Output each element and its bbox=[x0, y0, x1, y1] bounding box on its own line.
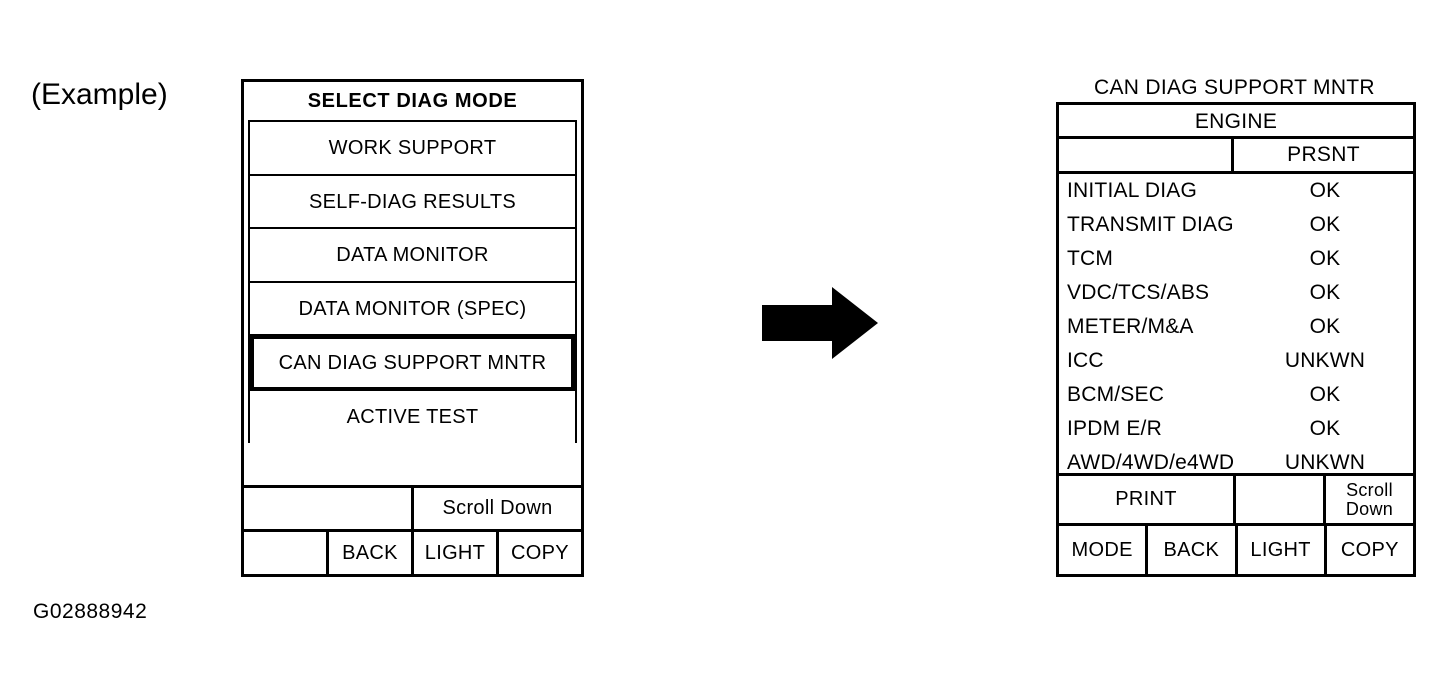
row-status-value: OK bbox=[1309, 417, 1341, 440]
left-softkey-blank-1 bbox=[244, 488, 414, 529]
diag-mode-menu-list: WORK SUPPORT SELF-DIAG RESULTS DATA MONI… bbox=[248, 120, 577, 445]
table-row: TRANSMIT DIAG OK bbox=[1059, 208, 1413, 242]
row-unit-label: TCM bbox=[1067, 247, 1114, 270]
left-softkey-row-upper: Scroll Down bbox=[244, 485, 581, 529]
menu-item-self-diag-results[interactable]: SELF-DIAG RESULTS bbox=[250, 175, 575, 229]
column-header-unit bbox=[1059, 139, 1234, 171]
menu-item-can-diag-support-mntr[interactable]: CAN DIAG SUPPORT MNTR bbox=[250, 335, 575, 391]
right-scan-tool-screen: ENGINE PRSNT INITIAL DIAG OK TRANSMIT DI… bbox=[1056, 102, 1416, 577]
left-softkey-copy[interactable]: COPY bbox=[511, 541, 569, 564]
left-softkey-row-lower: BACK LIGHT COPY bbox=[244, 529, 581, 574]
row-status-value: OK bbox=[1309, 213, 1341, 236]
row-unit-label: TRANSMIT DIAG bbox=[1067, 213, 1234, 236]
row-unit-label: VDC/TCS/ABS bbox=[1067, 281, 1210, 304]
menu-item-work-support[interactable]: WORK SUPPORT bbox=[250, 122, 575, 176]
row-status-value: OK bbox=[1309, 315, 1341, 338]
table-row: INITIAL DIAG OK bbox=[1059, 174, 1413, 208]
row-status-value: UNKWN bbox=[1284, 349, 1366, 372]
column-header-prsnt: PRSNT bbox=[1287, 143, 1360, 166]
figure-id-label: G02888942 bbox=[33, 600, 148, 623]
right-system-header: ENGINE bbox=[1059, 105, 1413, 139]
left-softkey-light[interactable]: LIGHT bbox=[414, 532, 499, 574]
right-column-header-row: PRSNT bbox=[1059, 139, 1413, 174]
table-row: IPDM E/R OK bbox=[1059, 412, 1413, 446]
right-screen-caption: CAN DIAG SUPPORT MNTR bbox=[1094, 76, 1375, 99]
right-softkey-row-lower: MODE BACK LIGHT COPY bbox=[1059, 523, 1413, 574]
table-row: BCM/SEC OK bbox=[1059, 378, 1413, 412]
table-row: METER/M&A OK bbox=[1059, 310, 1413, 344]
right-softkey-scroll-down[interactable]: Scroll Down bbox=[1345, 479, 1394, 519]
right-softkey-row-upper: PRINT Scroll Down bbox=[1059, 473, 1413, 523]
menu-item-data-monitor[interactable]: DATA MONITOR bbox=[250, 229, 575, 283]
left-softkey-scroll-down[interactable]: Scroll Down bbox=[442, 497, 553, 519]
table-row: ICC UNKWN bbox=[1059, 344, 1413, 378]
left-softkey-blank-2 bbox=[244, 532, 329, 574]
right-softkey-copy[interactable]: COPY bbox=[1340, 538, 1399, 561]
row-status-value: OK bbox=[1309, 383, 1341, 406]
row-status-value: OK bbox=[1309, 247, 1341, 270]
row-status-value: OK bbox=[1309, 281, 1341, 304]
row-status-value: UNKWN bbox=[1284, 451, 1366, 474]
table-row: AWD/4WD/e4WD UNKWN bbox=[1059, 446, 1413, 480]
row-unit-label: INITIAL DIAG bbox=[1067, 179, 1197, 202]
diag-results-table: INITIAL DIAG OK TRANSMIT DIAG OK TCM OK … bbox=[1059, 174, 1413, 474]
left-screen-title: SELECT DIAG MODE bbox=[307, 90, 518, 112]
left-scan-tool-screen: SELECT DIAG MODE WORK SUPPORT SELF-DIAG … bbox=[241, 79, 584, 577]
right-softkey-mode[interactable]: MODE bbox=[1059, 526, 1149, 574]
example-label: (Example) bbox=[31, 78, 168, 111]
left-softkey-back[interactable]: BACK bbox=[329, 532, 414, 574]
table-row: TCM OK bbox=[1059, 242, 1413, 276]
row-unit-label: AWD/4WD/e4WD bbox=[1067, 451, 1235, 474]
menu-item-active-test[interactable]: ACTIVE TEST bbox=[250, 391, 575, 445]
table-row: VDC/TCS/ABS OK bbox=[1059, 276, 1413, 310]
row-status-value: OK bbox=[1309, 179, 1341, 202]
row-unit-label: ICC bbox=[1067, 349, 1104, 372]
right-softkey-blank-1 bbox=[1236, 476, 1326, 523]
right-softkey-light[interactable]: LIGHT bbox=[1238, 526, 1327, 574]
right-softkey-print[interactable]: PRINT bbox=[1059, 476, 1236, 523]
right-softkey-back[interactable]: BACK bbox=[1148, 526, 1238, 574]
menu-item-data-monitor-spec[interactable]: DATA MONITOR (SPEC) bbox=[250, 282, 575, 336]
right-arrow-icon bbox=[762, 287, 878, 359]
row-unit-label: IPDM E/R bbox=[1067, 417, 1162, 440]
row-unit-label: METER/M&A bbox=[1067, 315, 1194, 338]
row-unit-label: BCM/SEC bbox=[1067, 383, 1165, 406]
